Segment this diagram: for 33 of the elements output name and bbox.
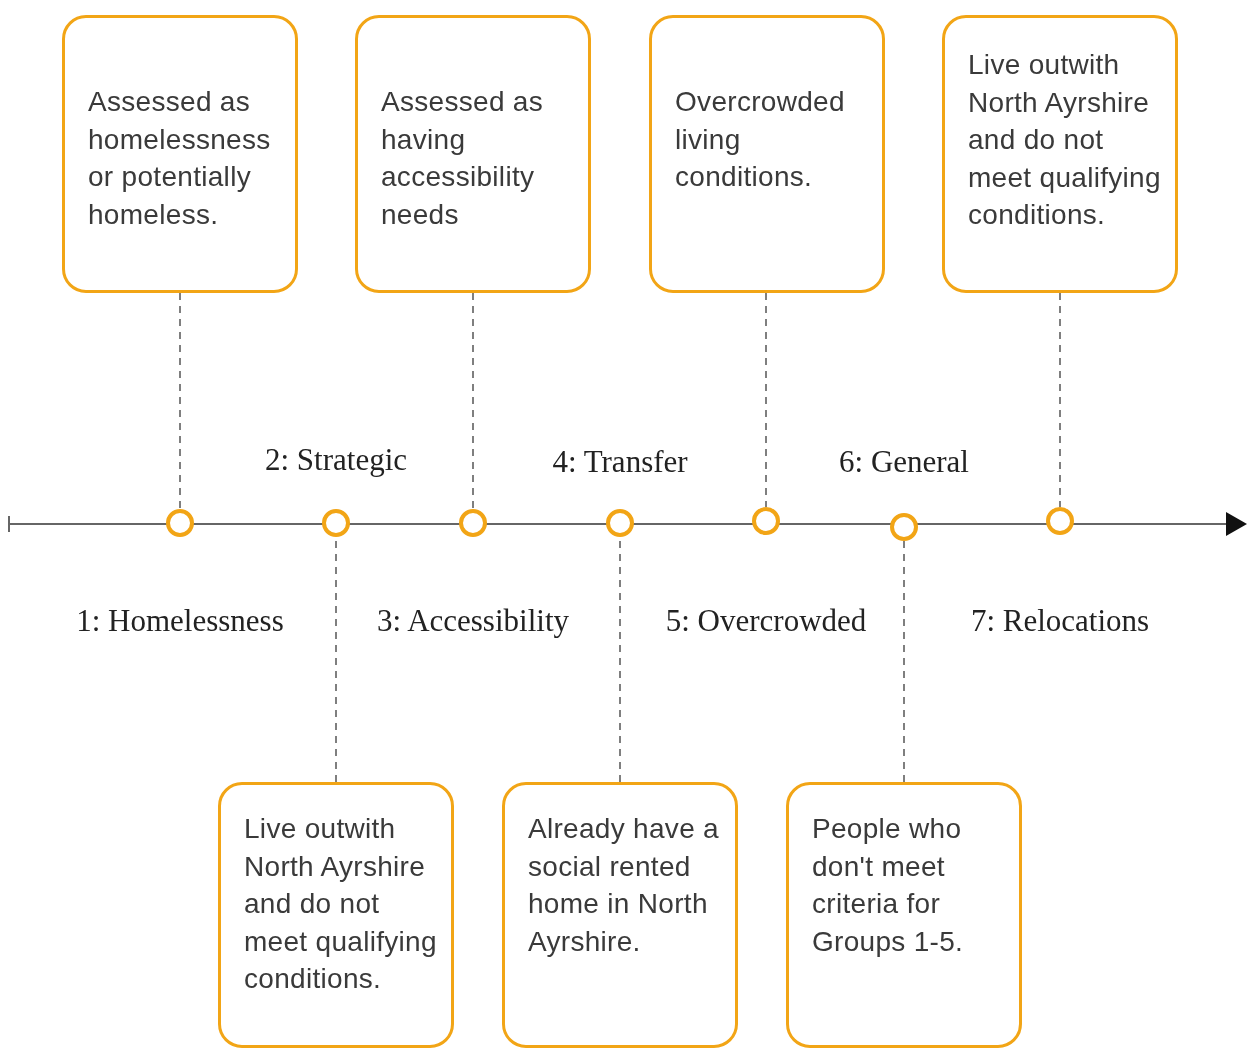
group-label: 5: Overcrowded [665, 603, 867, 639]
group-label: 4: Transfer [552, 444, 688, 480]
timeline-marker [166, 509, 194, 537]
description-card [355, 15, 591, 293]
leader-line [765, 292, 767, 508]
leader-line [903, 540, 905, 783]
group-label: 3: Accessibility [377, 603, 569, 639]
description-card [218, 782, 454, 1048]
card-text: Already have a social rented home in North Ayrshire. [528, 812, 720, 959]
description-card [786, 782, 1022, 1048]
timeline-marker [890, 513, 918, 541]
timeline-marker [459, 509, 487, 537]
timeline-marker [1046, 507, 1074, 535]
timeline-marker [606, 509, 634, 537]
timeline-marker [752, 507, 780, 535]
card-text: Assessed as homelessness or potentially homeless. [88, 85, 272, 232]
leader-line [472, 292, 474, 510]
description-card [942, 15, 1178, 293]
description-card [649, 15, 885, 293]
card-text: People who don't meet criteria for Groups 1-5. [812, 812, 965, 959]
leader-line [179, 292, 181, 510]
description-card [502, 782, 738, 1048]
card-text: Live outwith North Ayrshire and do not meet qualifying conditions. [244, 812, 438, 996]
card-text: Assessed as having accessibility needs [381, 85, 545, 232]
card-text: Live outwith North Ayrshire and do not meet qualifying conditions. [968, 48, 1162, 232]
group-label: 6: General [839, 444, 969, 480]
group-label: 2: Strategic [265, 442, 407, 478]
group-label: 7: Relocations [970, 603, 1150, 639]
leader-line [1059, 292, 1061, 508]
timeline-marker [322, 509, 350, 537]
description-card [62, 15, 298, 293]
group-label: 1: Homelessness [76, 603, 284, 639]
card-text: Overcrowded living conditions. [675, 85, 846, 194]
